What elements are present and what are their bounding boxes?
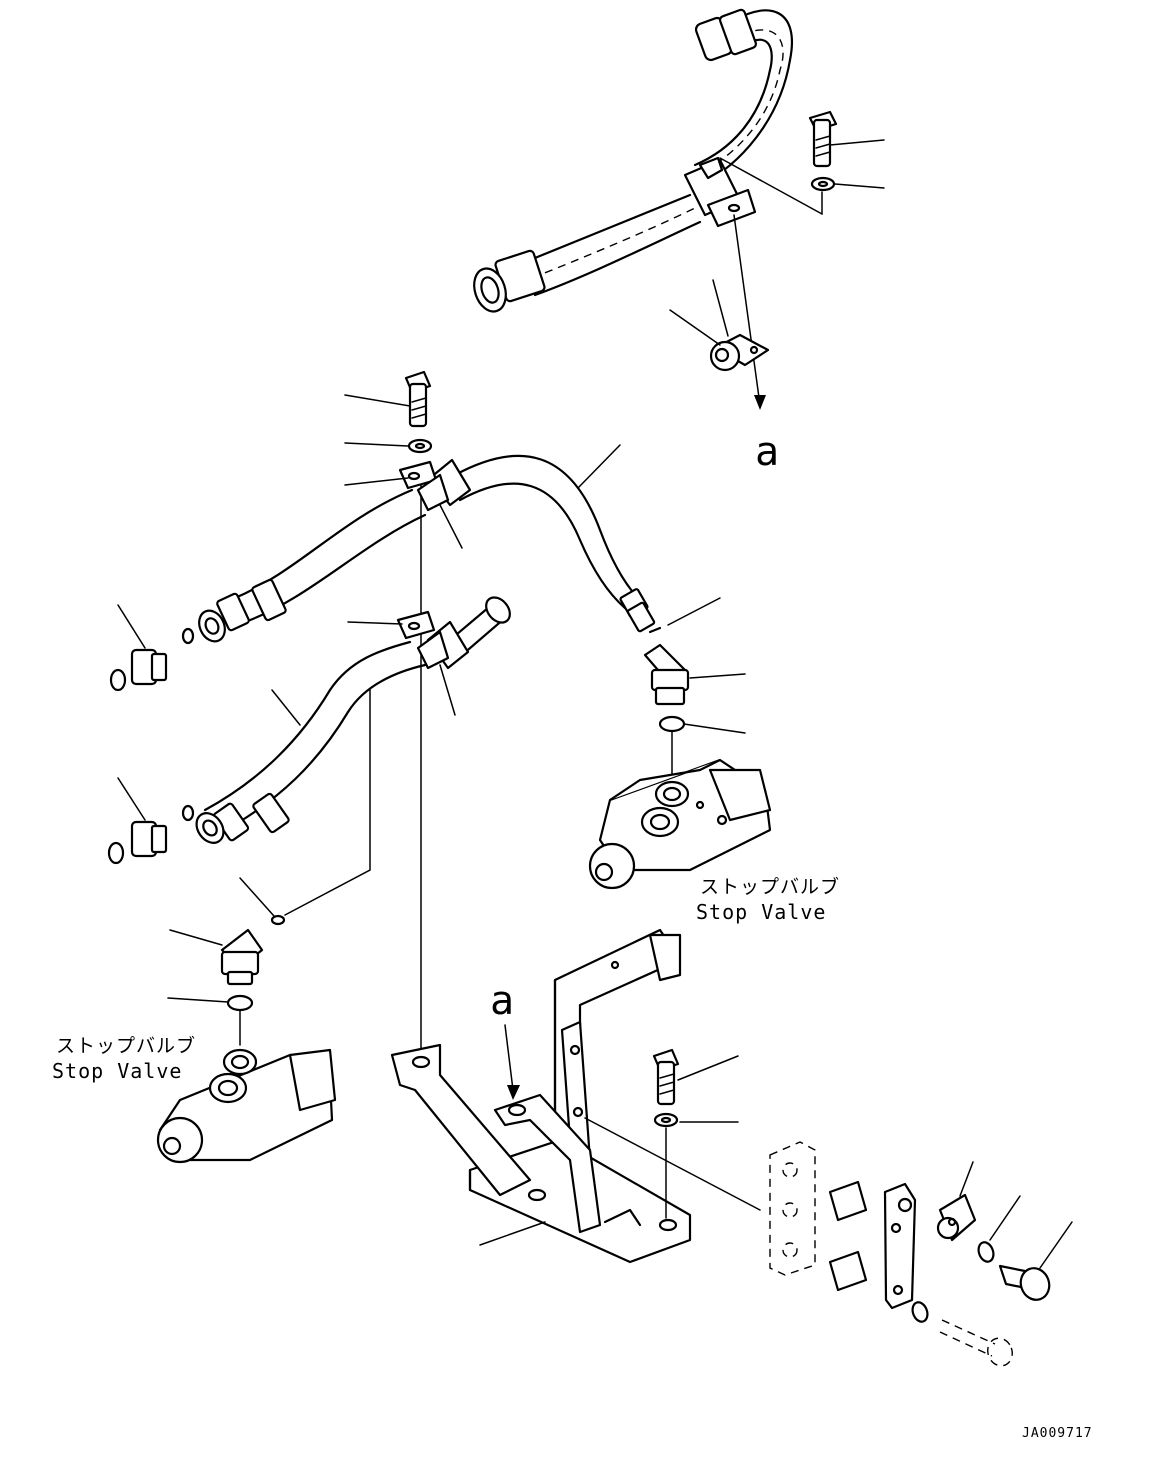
detail-ref-a-top: a [755,429,779,475]
stop-valve-left: ストップバルブ Stop Valve [52,928,337,1164]
spacer-parts [769,1141,1073,1367]
middle-hose-assembly [107,370,746,1056]
stop-valve-right-label-en: Stop Valve [696,900,826,924]
drawing-code: JA009717 [1022,1426,1093,1441]
stop-valve-left-label-en: Stop Valve [52,1059,182,1083]
stop-valve-left-label-jp: ストップバルブ [56,1034,196,1057]
stop-valve-right-label-jp: ストップバルブ [700,875,840,898]
detail-ref-a-bracket: a [490,978,514,1024]
upper-hose-assembly: a [473,8,885,475]
mounting-bracket: a [390,928,761,1264]
stop-valve-right: ストップバルブ Stop Valve [588,758,840,924]
